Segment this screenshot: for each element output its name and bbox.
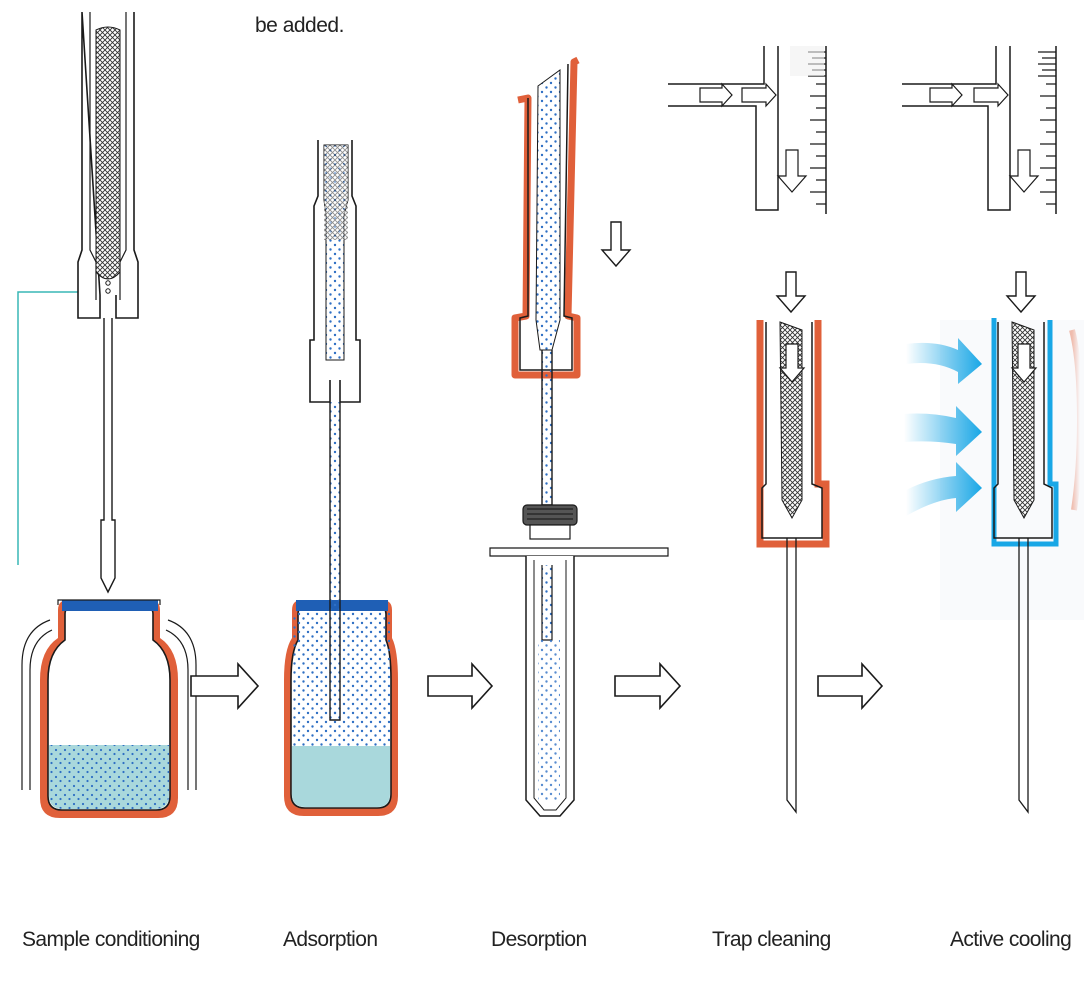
- heated-vial: [21, 599, 197, 818]
- top-caption: be added.: [255, 14, 344, 37]
- step-sample-conditioning: [17, 11, 197, 818]
- leader-line: [17, 291, 78, 565]
- sorbent-trap: [77, 11, 139, 594]
- down-arrow-icon: [775, 271, 807, 314]
- step-label-adsorption: Adsorption: [283, 928, 378, 951]
- flow-arrow-icon: [190, 661, 260, 711]
- gas-tee-fitting: [902, 46, 1057, 214]
- scale-ticks: [1038, 51, 1056, 205]
- step-label-active-cooling: Active cooling: [950, 928, 1072, 951]
- gc-injector: [489, 504, 669, 817]
- gas-tee-fitting: [668, 46, 827, 214]
- step-desorption: [489, 56, 669, 817]
- heated-trap: [511, 56, 581, 506]
- step-adsorption: [284, 140, 398, 816]
- down-arrow-icon: [600, 221, 632, 268]
- flow-arrow-icon: [817, 661, 884, 711]
- heated-trap: [756, 320, 830, 814]
- step-trap-cleaning: [668, 46, 830, 814]
- vial: [284, 600, 398, 816]
- down-arrow-icon: [1005, 271, 1037, 314]
- flow-arrow-icon: [614, 661, 682, 711]
- cooled-trap: [991, 318, 1084, 814]
- step-active-cooling: [902, 46, 1084, 814]
- flow-arrow-icon: [427, 661, 494, 711]
- step-label-trap-cleaning: Trap cleaning: [712, 928, 831, 951]
- step-label-sample-conditioning: Sample conditioning: [22, 928, 200, 951]
- cooling-arrow-icon: [904, 338, 982, 516]
- step-label-desorption: Desorption: [491, 928, 587, 951]
